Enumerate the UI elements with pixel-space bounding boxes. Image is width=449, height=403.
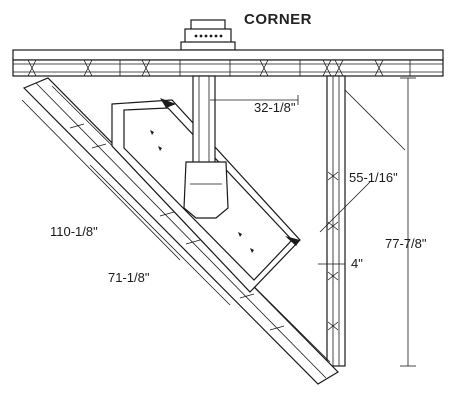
diagram-title: CORNER (244, 11, 312, 28)
dimension-lines (21, 77, 416, 367)
vent-cap (180, 19, 236, 51)
side-wall (326, 75, 346, 367)
dim-110-1-8: 110-1/8" (50, 224, 98, 239)
dim-32-1-8: 32-1/8" (254, 100, 296, 115)
angled-wall (22, 77, 339, 385)
dim-4-in: 4" (351, 256, 363, 271)
dim-71-1-8: 71-1/8" (108, 270, 150, 285)
dim-55-1-16: 55-1/16" (349, 170, 398, 185)
dim-77-7-8: 77-7/8" (385, 236, 427, 251)
ceiling-truss (12, 49, 444, 77)
vent-pipe (183, 75, 229, 219)
